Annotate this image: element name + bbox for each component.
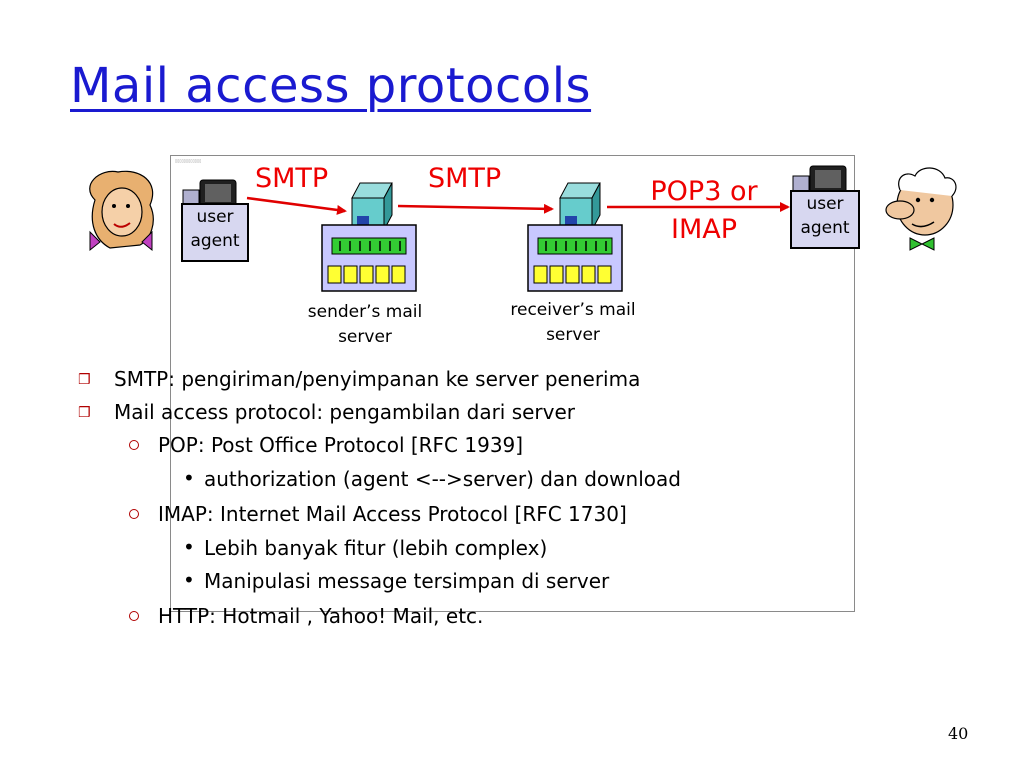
pop3-imap-label: POP3 or IMAP xyxy=(635,173,773,249)
page-number: 40 xyxy=(948,724,969,743)
dot-bullet-icon: • xyxy=(183,466,195,490)
smtp-label-1: SMTP xyxy=(255,163,329,194)
user-agent-right-line1: user xyxy=(806,194,844,214)
sender-server-label: sender’s mail server xyxy=(290,300,440,350)
frame-caption-glyph: ▯▯▯▯▯▯▯▯▯▯▯▯ xyxy=(175,158,202,163)
diagram-frame: ▯▯▯▯▯▯▯▯▯▯▯▯ xyxy=(170,155,855,612)
receiver-server-label-line1: receiver’s mail xyxy=(510,300,636,320)
smtp-arrow-2 xyxy=(397,203,554,214)
man-user-icon xyxy=(885,167,957,251)
dot-bullet-icon: • xyxy=(183,535,195,559)
smtp-label-2: SMTP xyxy=(428,163,502,194)
bullet-item: authorization (agent <-->server) dan dow… xyxy=(204,467,681,491)
page-title: Mail access protocols xyxy=(70,58,592,114)
square-bullet-icon: ❒ xyxy=(78,405,91,421)
bullet-item: IMAP: Internet Mail Access Protocol [RFC… xyxy=(158,502,627,526)
circle-bullet-icon xyxy=(129,509,139,519)
circle-bullet-icon xyxy=(129,440,139,450)
pop3-label-line2: IMAP xyxy=(670,214,737,245)
user-agent-right-line2: agent xyxy=(800,218,850,238)
circle-bullet-icon xyxy=(129,611,139,621)
square-bullet-icon: ❒ xyxy=(78,372,91,388)
right-computer-icon xyxy=(792,165,847,195)
bullet-item: Mail access protocol: pengambilan dari s… xyxy=(114,400,576,424)
bullet-item: Lebih banyak fitur (lebih complex) xyxy=(204,536,548,560)
pop3-label-line1: POP3 or xyxy=(650,176,758,207)
smtp-arrow-1 xyxy=(246,196,347,215)
sender-server-label-line1: sender’s mail xyxy=(307,302,423,322)
receiver-mail-server-icon xyxy=(527,182,623,292)
sender-mail-server-icon xyxy=(321,182,417,292)
receiver-server-label: receiver’s mail server xyxy=(488,298,658,348)
bullet-item: HTTP: Hotmail , Yahoo! Mail, etc. xyxy=(158,604,484,628)
dot-bullet-icon: • xyxy=(183,568,195,592)
woman-user-icon xyxy=(89,170,154,252)
bullet-item: Manipulasi message tersimpan di server xyxy=(204,569,610,593)
user-agent-left-line2: agent xyxy=(190,231,240,251)
bullet-item: POP: Post Office Protocol [RFC 1939] xyxy=(158,433,524,457)
user-agent-right: user agent xyxy=(790,190,860,249)
bullet-item: SMTP: pengiriman/penyimpanan ke server p… xyxy=(114,367,641,391)
receiver-server-label-line2: server xyxy=(546,325,600,345)
user-agent-left-line1: user xyxy=(196,207,234,227)
user-agent-left: user agent xyxy=(181,203,249,262)
sender-server-label-line2: server xyxy=(338,327,392,347)
